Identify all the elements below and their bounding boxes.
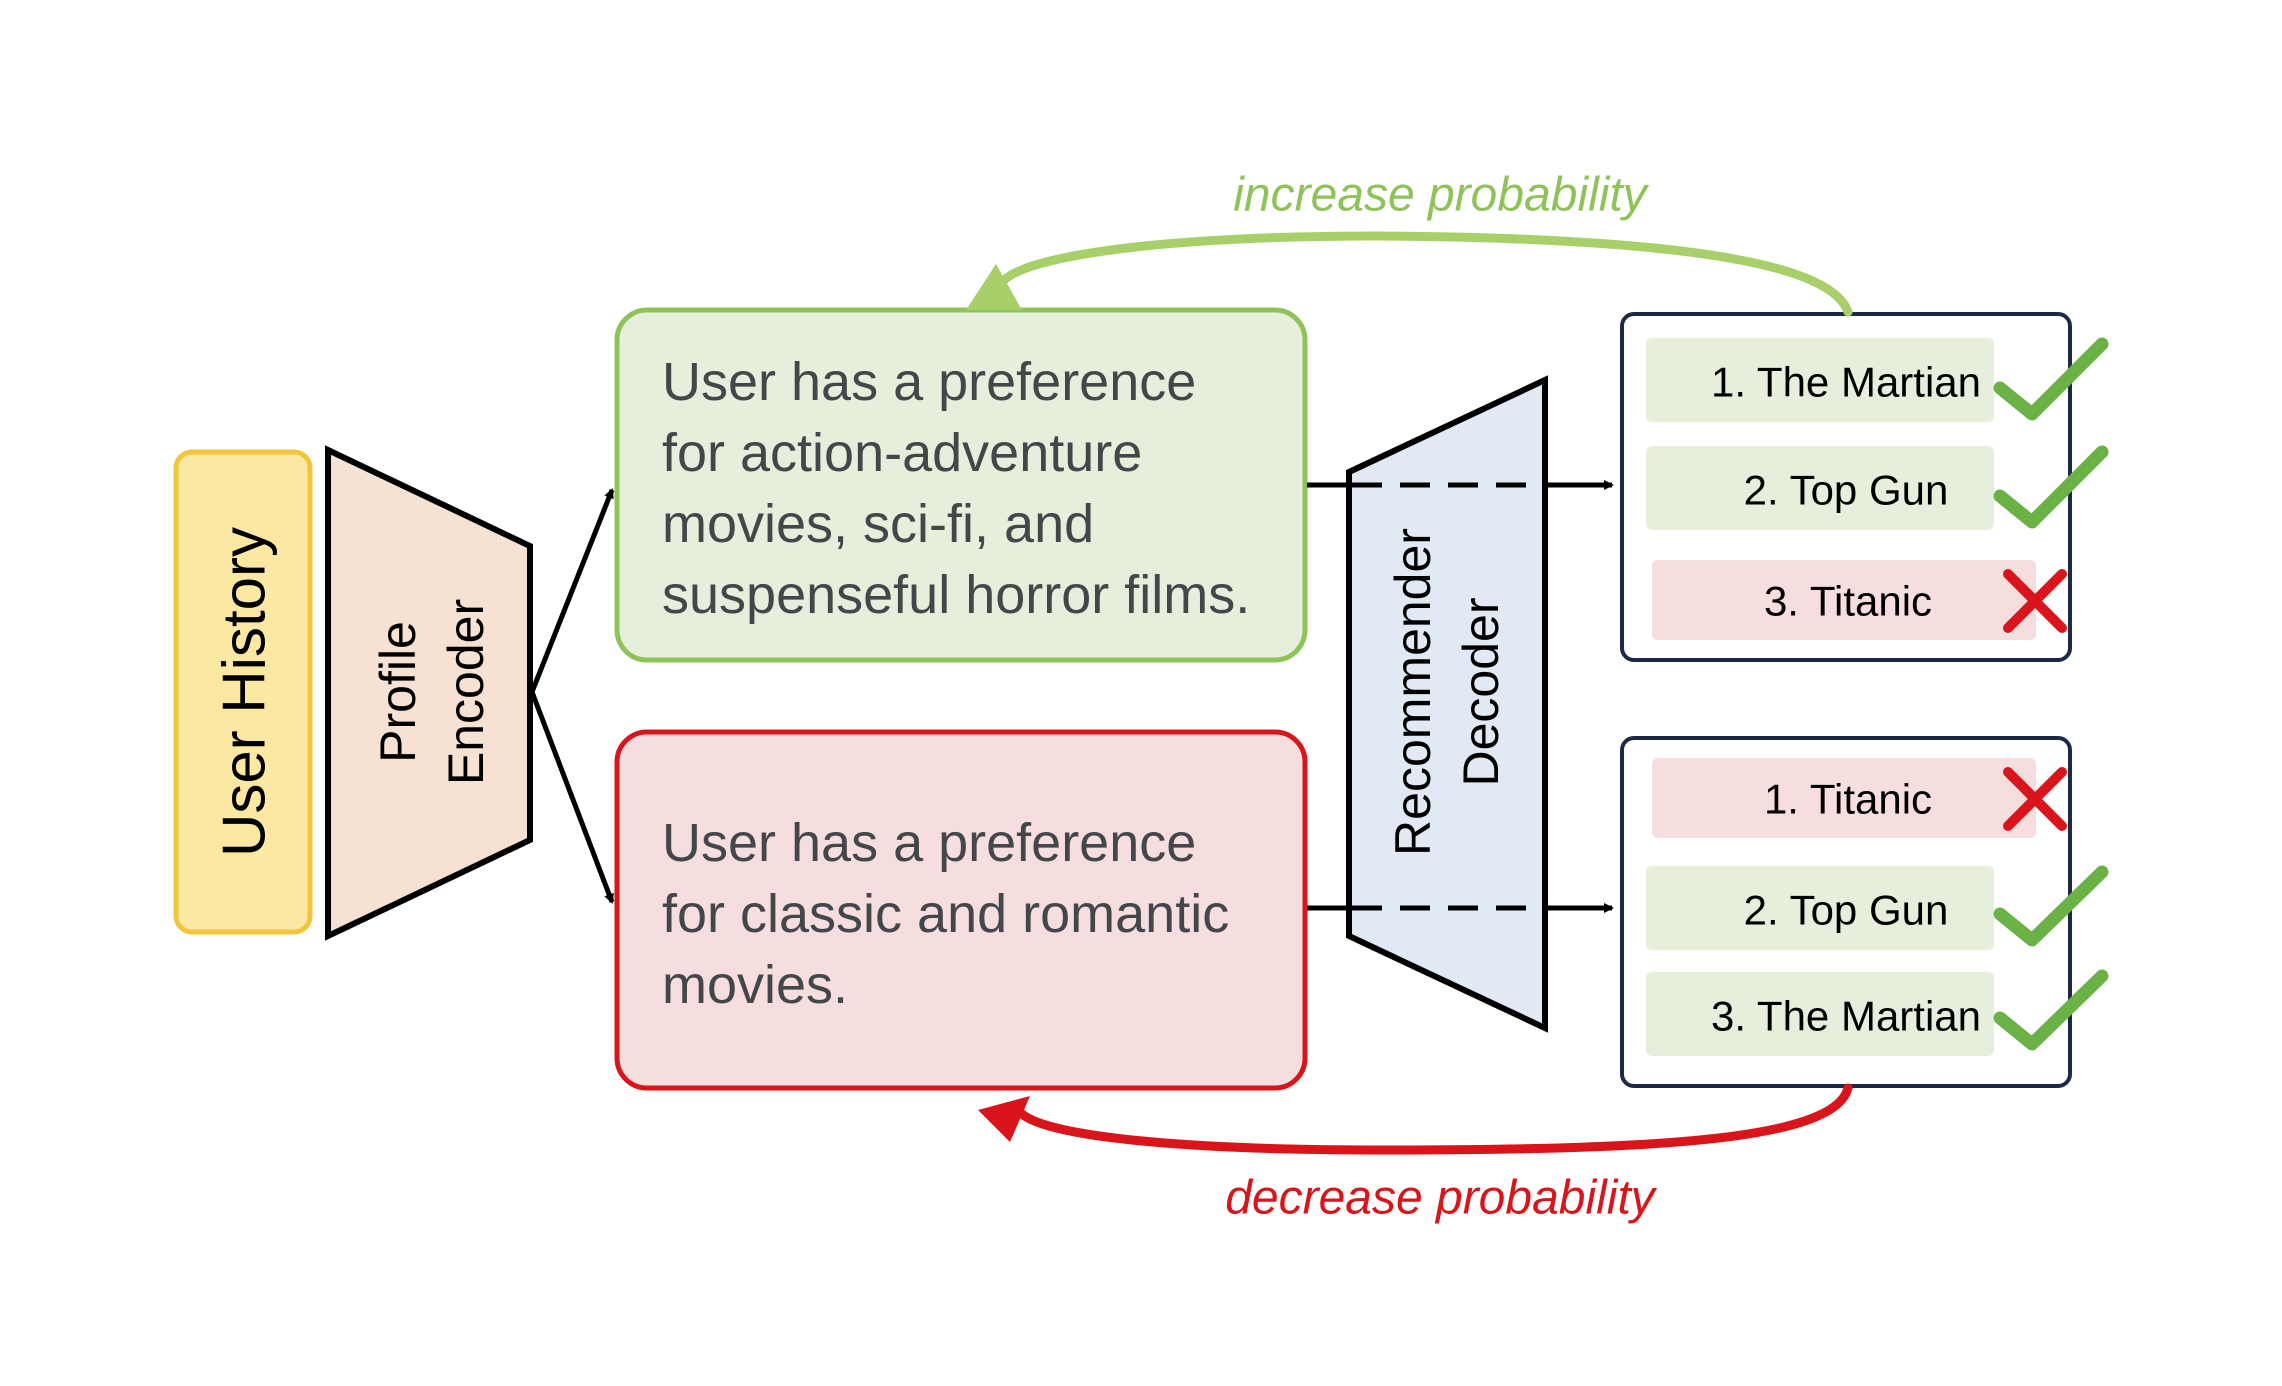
list-item: 3. Titanic: [1652, 560, 2067, 640]
profile-encoder-block: Profile Encoder: [325, 445, 533, 941]
cross-icon: [2003, 569, 2067, 633]
check-icon: [1993, 865, 2109, 947]
recommender-decoder-label-line2: Decoder: [1453, 598, 1509, 787]
profile-encoder-label-line1: Profile: [370, 621, 426, 763]
list-item: 1. The Martian: [1646, 337, 2109, 422]
increase-probability-arrow: [966, 231, 1853, 317]
encoder-to-negative-arrow: [529, 691, 615, 904]
user-history-block: User History: [173, 449, 313, 935]
rec-item-label: 1. Titanic: [1764, 776, 1932, 823]
user-history-label: User History: [211, 527, 278, 857]
profile-negative-line: for classic and romantic: [662, 884, 1230, 944]
profile-negative-text: User has a preference for classic and ro…: [662, 808, 1229, 1021]
cross-icon: [2003, 767, 2067, 831]
profile-positive-line: suspenseful horror films.: [662, 565, 1251, 625]
list-item: 2. Top Gun: [1646, 865, 2109, 950]
recommender-decoder-block: Recommender Decoder: [1346, 375, 1548, 1033]
list-item: 2. Top Gun: [1646, 445, 2109, 530]
profile-negative-line: movies.: [662, 955, 849, 1015]
recommender-decoder-label-line1: Recommender: [1385, 528, 1441, 856]
check-icon: [1993, 969, 2109, 1051]
profile-positive-line: User has a preference: [662, 352, 1197, 412]
list-item: 1. Titanic: [1652, 758, 2067, 838]
decrease-probability-arrow: [978, 1083, 1853, 1155]
increase-probability-label: increase probability: [1233, 169, 1650, 222]
list-item: 3. The Martian: [1646, 969, 2109, 1056]
rec-item-label: 3. Titanic: [1764, 578, 1932, 625]
recs-bottom-panel: 1. Titanic 2. Top Gun 3. The Martian: [1620, 736, 2109, 1088]
profile-positive-text: User has a preference for action-adventu…: [662, 347, 1250, 631]
check-icon: [1993, 445, 2109, 529]
rec-item-label: 2. Top Gun: [1744, 467, 1949, 514]
check-icon: [1993, 337, 2109, 421]
recs-top-panel: 1. The Martian 2. Top Gun 3. Titanic: [1620, 312, 2109, 662]
profile-negative-box: [614, 729, 1308, 1091]
profile-positive-line: for action-adventure: [662, 423, 1143, 483]
profile-positive-line: movies, sci-fi, and: [662, 494, 1095, 554]
rec-item-label: 1. The Martian: [1711, 359, 1981, 406]
profile-positive-box: [614, 307, 1308, 663]
profile-negative-line: User has a preference: [662, 813, 1197, 873]
decrease-probability-label: decrease probability: [1225, 1172, 1658, 1225]
encoder-to-positive-arrow: [529, 488, 615, 693]
profile-encoder-label-line2: Encoder: [438, 599, 494, 785]
rec-item-label: 2. Top Gun: [1744, 887, 1949, 934]
rec-item-label: 3. The Martian: [1711, 993, 1981, 1040]
